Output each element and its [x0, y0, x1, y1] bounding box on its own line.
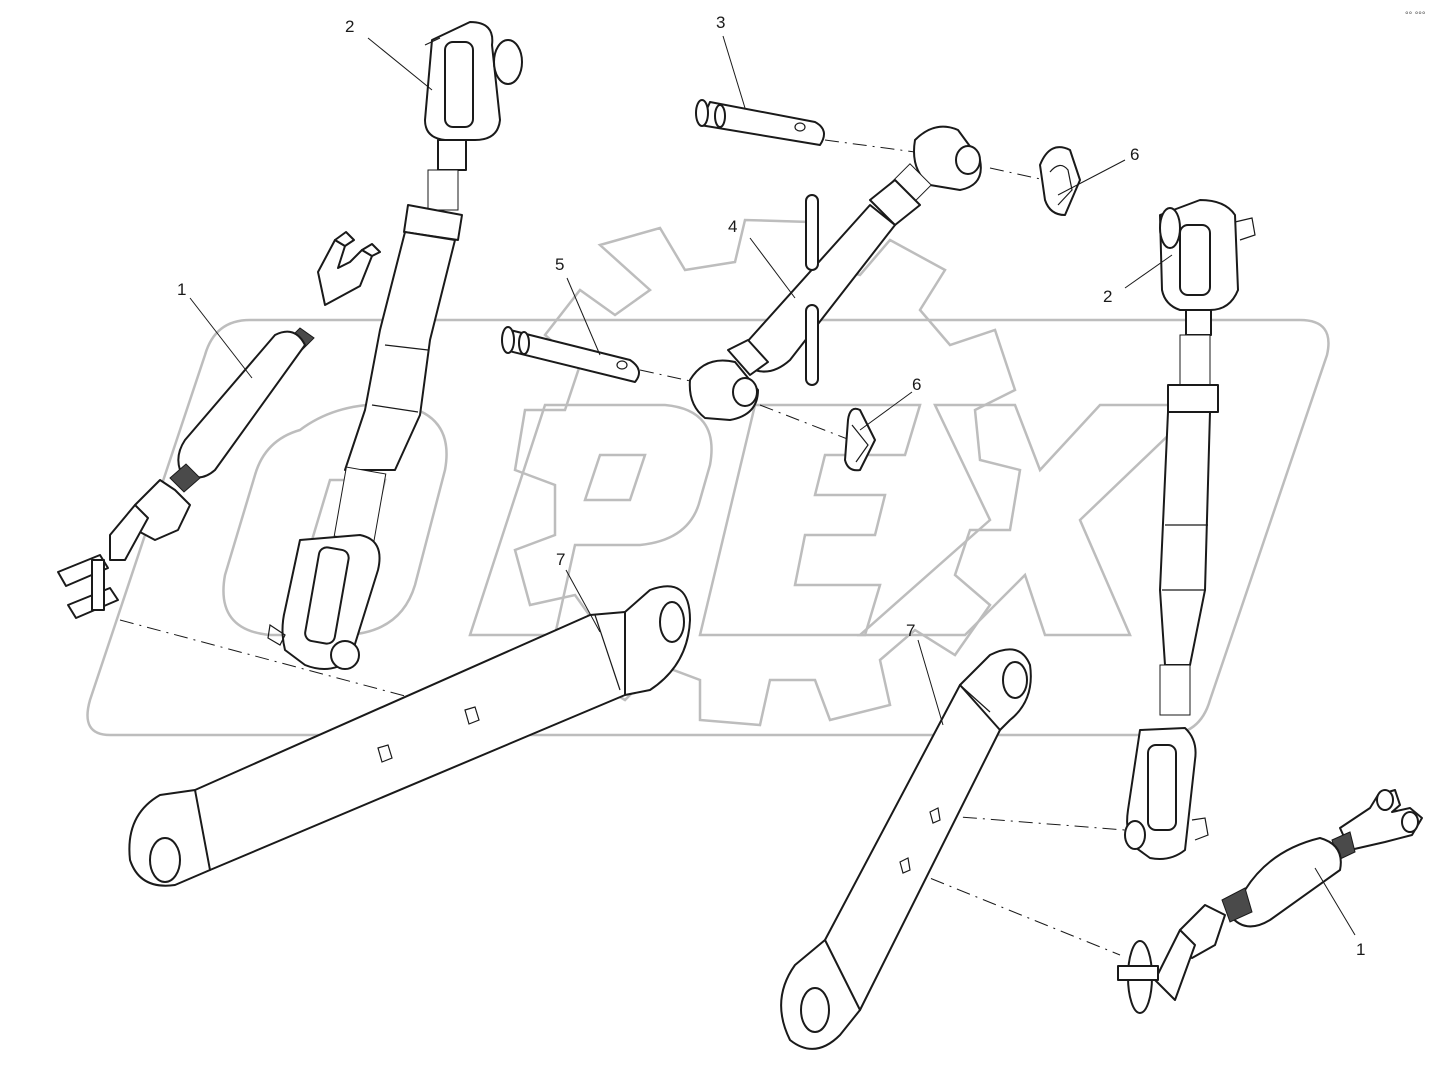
- callout-1-right: 1: [1356, 940, 1365, 959]
- callout-2-right: 2: [1103, 287, 1112, 306]
- callout-6-bottom: 6: [912, 375, 921, 394]
- callout-6-top: 6: [1130, 145, 1139, 164]
- lower-link-left: [128, 585, 691, 887]
- lower-link-right: [780, 648, 1032, 1050]
- callout-7-left: 7: [556, 550, 565, 569]
- linch-pin-6-bottom: [844, 407, 876, 472]
- callout-1-left: 1: [177, 280, 186, 299]
- callout-2-left: 2: [345, 17, 354, 36]
- callout-7-right: 7: [906, 621, 915, 640]
- callout-3: 3: [716, 13, 725, 32]
- upper-link-left: [267, 21, 523, 670]
- turnbuckle-left: [57, 231, 381, 619]
- top-link-4: [688, 125, 982, 421]
- pin-3: [695, 99, 825, 146]
- pin-5: [501, 326, 640, 383]
- linch-pin-6-top: [1039, 146, 1081, 216]
- assembly-axes: [119, 139, 1126, 956]
- gear-watermark-icon: [513, 218, 1022, 727]
- opex-watermark: [86, 218, 1330, 737]
- callout-labels: 2 3 4 5 6 6 2 1 7 7 1 °° °°°: [177, 10, 1426, 959]
- leader-lines: [189, 35, 1356, 936]
- callout-4: 4: [728, 217, 737, 236]
- corner-mark: °° °°°: [1405, 10, 1426, 20]
- callout-5: 5: [555, 255, 564, 274]
- upper-link-right: [1124, 199, 1256, 860]
- turnbuckle-right: [1117, 789, 1423, 1014]
